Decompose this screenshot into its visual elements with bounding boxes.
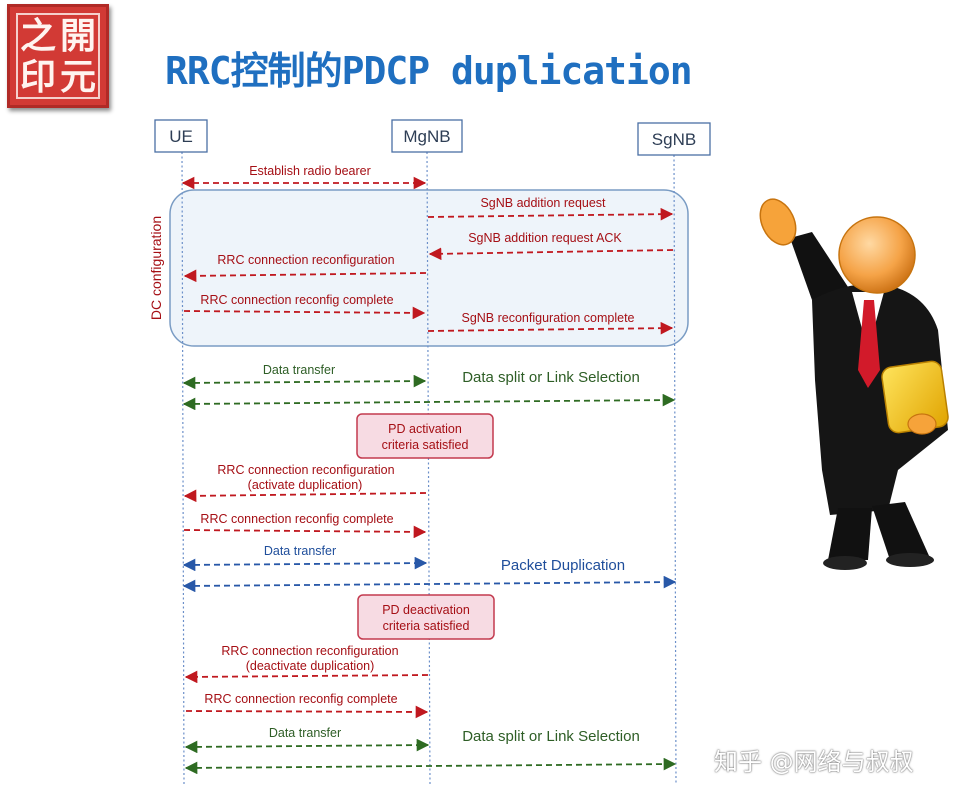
logo-char: 印 [19, 55, 56, 98]
label-rrc-reconfiguration-2-line2: (activate duplication) [248, 478, 363, 492]
dc-configuration-box [169, 189, 689, 347]
pd-deactivation-note [357, 594, 495, 640]
mgnb-entity-box [391, 119, 463, 153]
label-rrc-reconfiguration-3-line1: RRC connection reconfiguration [221, 644, 398, 658]
label-establish-radio-bearer: Establish radio bearer [249, 164, 371, 178]
label-data-transfer-3: Data transfer [269, 726, 341, 740]
businessman-illustration [759, 198, 949, 570]
left-shoe [823, 556, 867, 570]
label-sgnb-addition-request-ack: SgNB addition request ACK [468, 231, 622, 245]
left-leg [828, 508, 872, 560]
label-data-transfer-1: Data transfer [263, 363, 335, 377]
arrow-sgnb-addition-request [427, 207, 674, 221]
pd-activation-line1: PD activation [388, 422, 462, 436]
logo-char: 開 [59, 14, 96, 57]
arrow-rrc-reconfig-complete-1 [183, 306, 426, 320]
raised-arm [790, 232, 850, 300]
pd-deactivation-line1: PD deactivation [382, 603, 470, 617]
arrow-sgnb-reconfiguration-complete [427, 321, 674, 335]
arrow-sgnb-addition-request-ack [428, 247, 674, 261]
mgnb-lifeline [426, 151, 431, 786]
necktie [858, 300, 880, 388]
brand-logo: 之 開 印 元 [7, 4, 109, 108]
sgnb-lifeline [673, 154, 677, 786]
mgnb-entity-label: MgNB [403, 127, 450, 146]
label-data-split-3: Data split or Link Selection [462, 728, 640, 745]
arrow-rrc-reconfiguration-1 [183, 269, 427, 283]
suit-body [812, 283, 948, 515]
pd-activation-line2: criteria satisfied [382, 438, 469, 452]
dc-configuration-label: DC configuration [148, 216, 164, 320]
right-shoe [886, 553, 934, 567]
label-packet-duplication: Packet Duplication [501, 557, 625, 574]
right-leg [872, 502, 930, 560]
arrow-rrc-reconfig-complete-2 [183, 525, 427, 539]
label-rrc-reconfig-complete-3: RRC connection reconfig complete [204, 692, 397, 706]
label-data-split-1: Data split or Link Selection [462, 369, 640, 386]
label-data-transfer-2: Data transfer [264, 544, 336, 558]
holding-hand [907, 413, 937, 435]
sgnb-entity-box [637, 122, 711, 156]
arrow-data-transfer-2 [182, 556, 428, 572]
watermark-text: 知乎 @网络与叔叔 [714, 748, 914, 776]
arrow-rrc-reconfiguration-3 [184, 670, 429, 684]
label-sgnb-addition-request: SgNB addition request [480, 196, 606, 210]
raised-hand [759, 198, 797, 246]
arrow-data-split-3 [184, 757, 677, 775]
logo-char: 元 [59, 55, 96, 98]
arrow-data-transfer-1 [182, 374, 427, 390]
arrow-data-split-1 [182, 393, 676, 411]
ue-entity-label: UE [169, 127, 193, 146]
pd-activation-note [356, 413, 494, 459]
logo-char: 之 [19, 14, 56, 57]
head [838, 216, 916, 294]
label-rrc-reconfiguration-1: RRC connection reconfiguration [217, 253, 394, 267]
label-rrc-reconfiguration-2-line1: RRC connection reconfiguration [217, 463, 394, 477]
label-sgnb-reconfiguration-complete: SgNB reconfiguration complete [461, 311, 634, 325]
arrow-rrc-reconfiguration-2 [183, 489, 427, 503]
ue-lifeline [181, 151, 185, 786]
arrow-rrc-reconfig-complete-3 [185, 705, 429, 719]
arrow-packet-duplication [182, 575, 677, 593]
logo-seal: 之 開 印 元 [16, 13, 100, 99]
label-rrc-reconfiguration-3-line2: (deactivate duplication) [246, 659, 375, 673]
slide-title: RRC控制的PDCP duplication [165, 49, 693, 93]
pd-deactivation-line2: criteria satisfied [383, 619, 470, 633]
arrow-data-transfer-3 [184, 738, 430, 754]
label-rrc-reconfig-complete-1: RRC connection reconfig complete [200, 293, 393, 307]
ue-entity-box [154, 119, 208, 153]
sgnb-entity-label: SgNB [652, 130, 696, 149]
label-rrc-reconfig-complete-2: RRC connection reconfig complete [200, 512, 393, 526]
